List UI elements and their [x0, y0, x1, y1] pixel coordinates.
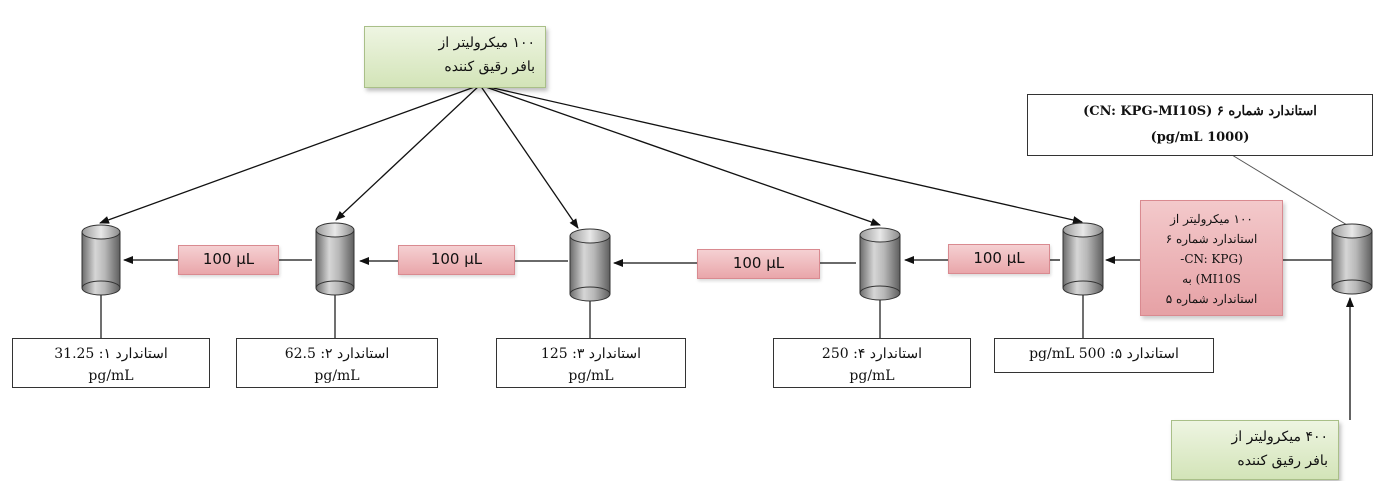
standard-1-label: استاندارد ۱: 31.25 pg/mL	[12, 338, 210, 388]
standard-4-label: استاندارد ۴: 250 pg/mL	[773, 338, 971, 388]
transfer-box-stock-to-5: ۱۰۰ میکرولیتر از استاندارد شماره ۶ (CN: …	[1140, 200, 1283, 316]
tube-5	[1062, 222, 1104, 296]
standard-4-value: استاندارد ۴: 250	[821, 346, 923, 362]
stock-callout-line	[1231, 154, 1353, 229]
stock-label-box: استاندارد شماره ۶ (CN: KPG-MI10S) (1000 …	[1027, 94, 1373, 156]
arrow-to-tube-5	[479, 84, 1083, 224]
standard-2-label: استاندارد ۲: 62.5 pg/mL	[236, 338, 438, 388]
standard-5-label: استاندارد ۵: 500 pg/mL	[994, 338, 1214, 373]
standard-1-value: استاندارد ۱: 31.25	[54, 346, 168, 362]
tube-3	[569, 228, 611, 302]
arrow-to-tube-1	[99, 84, 481, 224]
tube-label-lines	[100, 295, 1084, 338]
standard-5-value: استاندارد ۵: 500 pg/mL	[1029, 346, 1179, 362]
standard-2-unit: pg/mL	[314, 368, 360, 384]
diluent-bottom-box: ۴۰۰ میکرولیتر از بافر رقیق کننده	[1171, 420, 1339, 480]
arrow-to-tube-4	[479, 84, 881, 226]
standard-4-unit: pg/mL	[849, 368, 895, 384]
arrow-to-tube-3	[479, 84, 579, 229]
transfer-box-3-to-2: 100 µL	[398, 245, 515, 275]
transfer-box-5-to-4: 100 µL	[948, 244, 1050, 274]
standard-3-value: استاندارد ۳: 125	[540, 346, 642, 362]
tube-2	[315, 222, 355, 296]
standard-1-unit: pg/mL	[88, 368, 134, 384]
transfer-box-2-to-1: 100 µL	[178, 245, 279, 275]
tube-stock	[1331, 223, 1373, 295]
transfer-box-4-to-3: 100 µL	[697, 249, 820, 279]
arrow-to-tube-2	[335, 84, 481, 221]
tube-4	[859, 227, 901, 301]
diluent-arrows	[99, 84, 1083, 229]
standard-3-label: استاندارد ۳: 125 pg/mL	[496, 338, 686, 388]
standard-2-value: استاندارد ۲: 62.5	[284, 346, 390, 362]
standard-3-unit: pg/mL	[568, 368, 614, 384]
transfer-arrows	[123, 256, 1335, 267]
diluent-top-box: ۱۰۰ میکرولیتر از بافر رقیق کننده	[364, 26, 546, 88]
tube-1	[81, 224, 121, 296]
